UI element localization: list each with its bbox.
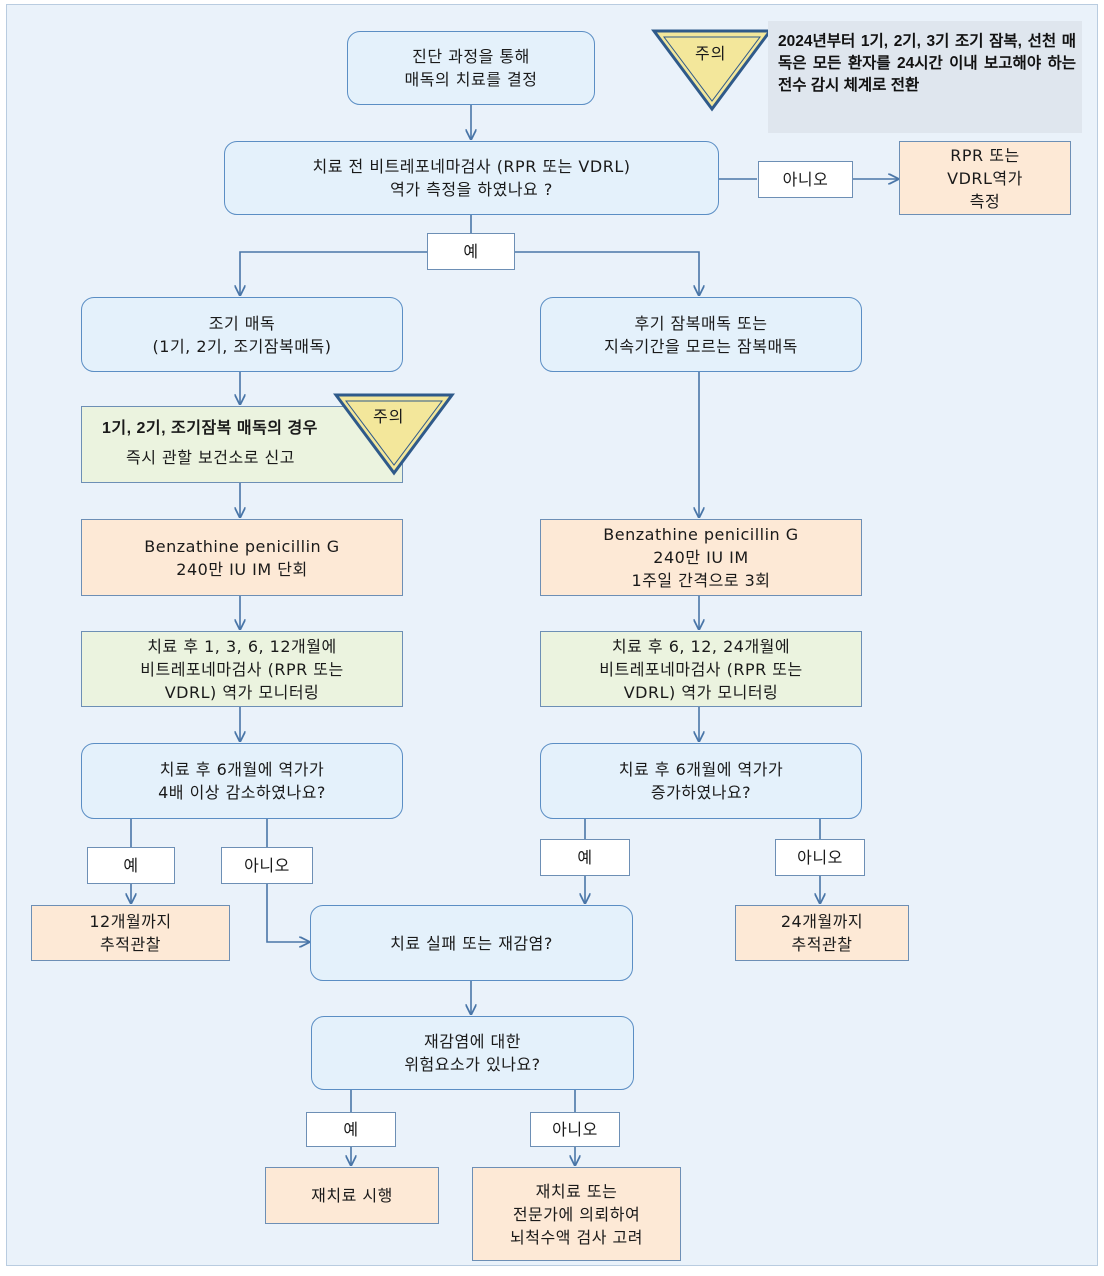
retreat-line-1: 재치료 시행 (311, 1186, 393, 1205)
early-yes-label: 예 (87, 847, 175, 884)
early-syphilis-node: 조기 매독 (1기, 2기, 조기잠복매독) (81, 297, 403, 372)
refer-line-3: 뇌척수액 검사 고려 (510, 1227, 643, 1247)
refer-line-2: 전문가에 의뢰하여 (512, 1204, 641, 1224)
warning-triangle-icon (651, 29, 773, 112)
late-q-line-1: 치료 후 6개월에 역가가 (618, 760, 784, 779)
edge-yes-to-late (515, 251, 699, 295)
late-titer-question-node: 치료 후 6개월에 역가가 증가하였나요? (540, 743, 862, 819)
follow24-line-1: 24개월까지 (780, 912, 864, 931)
late-yes-text: 예 (577, 848, 593, 867)
late-mon-line-3: VDRL) 역가 모니터링 (623, 682, 779, 702)
early-q-line-1: 치료 후 6개월에 역가가 (159, 760, 325, 779)
yes-label: 예 (427, 233, 515, 270)
start-line-2: 매독의 치료를 결정 (404, 70, 538, 89)
no-label: 아니오 (758, 161, 853, 198)
risk-q-line-1: 재감염에 대한 (424, 1032, 521, 1051)
early-tx-line-1: Benzathine penicillin G (144, 536, 340, 556)
late-tx-line-3: 1주일 간격으로 3회 (631, 571, 771, 590)
late-no-label: 아니오 (775, 839, 865, 876)
failure-q-line-1: 치료 실패 또는 재감염? (390, 933, 553, 953)
risk-yes-label: 예 (306, 1112, 396, 1147)
late-monitoring-node: 치료 후 6, 12, 24개월에 비트레포네마검사 (RPR 또는 VDRL)… (540, 631, 862, 707)
early-titer-question-node: 치료 후 6개월에 역가가 4배 이상 감소하였나요? (81, 743, 403, 819)
refer-line-1: 재치료 또는 (535, 1181, 618, 1201)
report-line-2: 즉시 관할 보건소로 신고 (126, 448, 295, 467)
pretest-question-node: 치료 전 비트레포네마검사 (RPR 또는 VDRL) 역가 측정을 하였나요 … (224, 141, 719, 215)
report-node: 1기, 2기, 조기잠복 매독의 경우 즉시 관할 보건소로 신고 (81, 406, 403, 483)
follow-24-months-node: 24개월까지 추적관찰 (735, 905, 909, 961)
measure-line-1: RPR 또는 (950, 145, 1020, 165)
early-yes-text: 예 (123, 856, 139, 875)
late-mon-line-1: 치료 후 6, 12, 24개월에 (611, 636, 791, 656)
notice-text: 2024년부터 1기, 2기, 3기 조기 잠복, 선천 매독은 모든 환자를 … (778, 33, 1076, 94)
reinfection-risk-question-node: 재감염에 대한 위험요소가 있나요? (311, 1016, 634, 1090)
flowchart-canvas: 주의 2024년부터 1기, 2기, 3기 조기 잠복, 선천 매독은 모든 환… (6, 4, 1098, 1266)
late-treatment-node: Benzathine penicillin G 240만 IU IM 1주일 간… (540, 519, 862, 596)
late-line-2: 지속기간을 모르는 잠복매독 (604, 336, 798, 356)
early-no-label: 아니오 (221, 847, 313, 884)
referral-csf-node: 재치료 또는 전문가에 의뢰하여 뇌척수액 검사 고려 (472, 1167, 681, 1261)
follow24-line-2: 추적관찰 (791, 935, 853, 954)
risk-yes-text: 예 (343, 1120, 359, 1139)
early-tx-line-2: 240만 IU IM 단회 (176, 559, 308, 579)
edge-yes-to-early (240, 251, 427, 295)
yes-label-text: 예 (463, 242, 479, 261)
late-tx-line-1: Benzathine penicillin G (603, 525, 799, 544)
early-no-text: 아니오 (244, 856, 290, 875)
late-latent-syphilis-node: 후기 잠복매독 또는 지속기간을 모르는 잠복매독 (540, 297, 862, 372)
risk-no-text: 아니오 (552, 1120, 598, 1139)
early-monitoring-node: 치료 후 1, 3, 6, 12개월에 비트레포네마검사 (RPR 또는 VDR… (81, 631, 403, 707)
notice-box: 2024년부터 1기, 2기, 3기 조기 잠복, 선천 매독은 모든 환자를 … (768, 21, 1082, 133)
pretest-question-line-2: 역가 측정을 하였나요 ? (390, 180, 553, 199)
early-mon-line-2: 비트레포네마검사 (RPR 또는 (140, 659, 344, 679)
risk-no-label: 아니오 (530, 1112, 620, 1147)
early-mon-line-1: 치료 후 1, 3, 6, 12개월에 (147, 636, 337, 656)
retreatment-node: 재치료 시행 (265, 1167, 439, 1224)
notice-badge-label: 주의 (695, 44, 727, 63)
early-line-1: 조기 매독 (208, 313, 276, 333)
late-yes-label: 예 (540, 839, 630, 876)
measure-line-3: 측정 (969, 191, 1001, 211)
report-line-1: 1기, 2기, 조기잠복 매독의 경우 (102, 420, 318, 437)
early-treatment-node: Benzathine penicillin G 240만 IU IM 단회 (81, 519, 403, 596)
failure-question-node: 치료 실패 또는 재감염? (310, 905, 633, 981)
late-q-line-2: 증가하였나요? (650, 783, 752, 802)
measure-line-2: VDRL역가 (947, 168, 1023, 188)
pretest-question-line-1: 치료 전 비트레포네마검사 (RPR 또는 VDRL) (312, 157, 631, 176)
follow12-line-1: 12개월까지 (89, 912, 172, 931)
late-line-1: 후기 잠복매독 또는 (634, 313, 768, 333)
early-mon-line-3: VDRL) 역가 모니터링 (164, 682, 320, 702)
connector-layer (7, 105, 1099, 1267)
early-line-2: (1기, 2기, 조기잠복매독) (152, 336, 332, 356)
start-node: 진단 과정을 통해 매독의 치료를 결정 (347, 31, 595, 105)
follow12-line-2: 추적관찰 (100, 935, 161, 954)
report-warning-triangle-icon (333, 393, 455, 476)
late-mon-line-2: 비트레포네마검사 (RPR 또는 (599, 659, 803, 679)
start-line-1: 진단 과정을 통해 (412, 47, 530, 66)
report-badge-label: 주의 (373, 407, 405, 426)
late-no-text: 아니오 (797, 848, 843, 867)
no-label-text: 아니오 (782, 170, 829, 189)
follow-12-months-node: 12개월까지 추적관찰 (31, 905, 230, 961)
risk-q-line-2: 위험요소가 있나요? (404, 1055, 541, 1074)
edge-no-to-failure (266, 884, 309, 942)
late-tx-line-2: 240만 IU IM (653, 548, 749, 567)
early-q-line-2: 4배 이상 감소하였나요? (158, 783, 326, 802)
measure-titer-node: RPR 또는 VDRL역가 측정 (899, 141, 1071, 215)
